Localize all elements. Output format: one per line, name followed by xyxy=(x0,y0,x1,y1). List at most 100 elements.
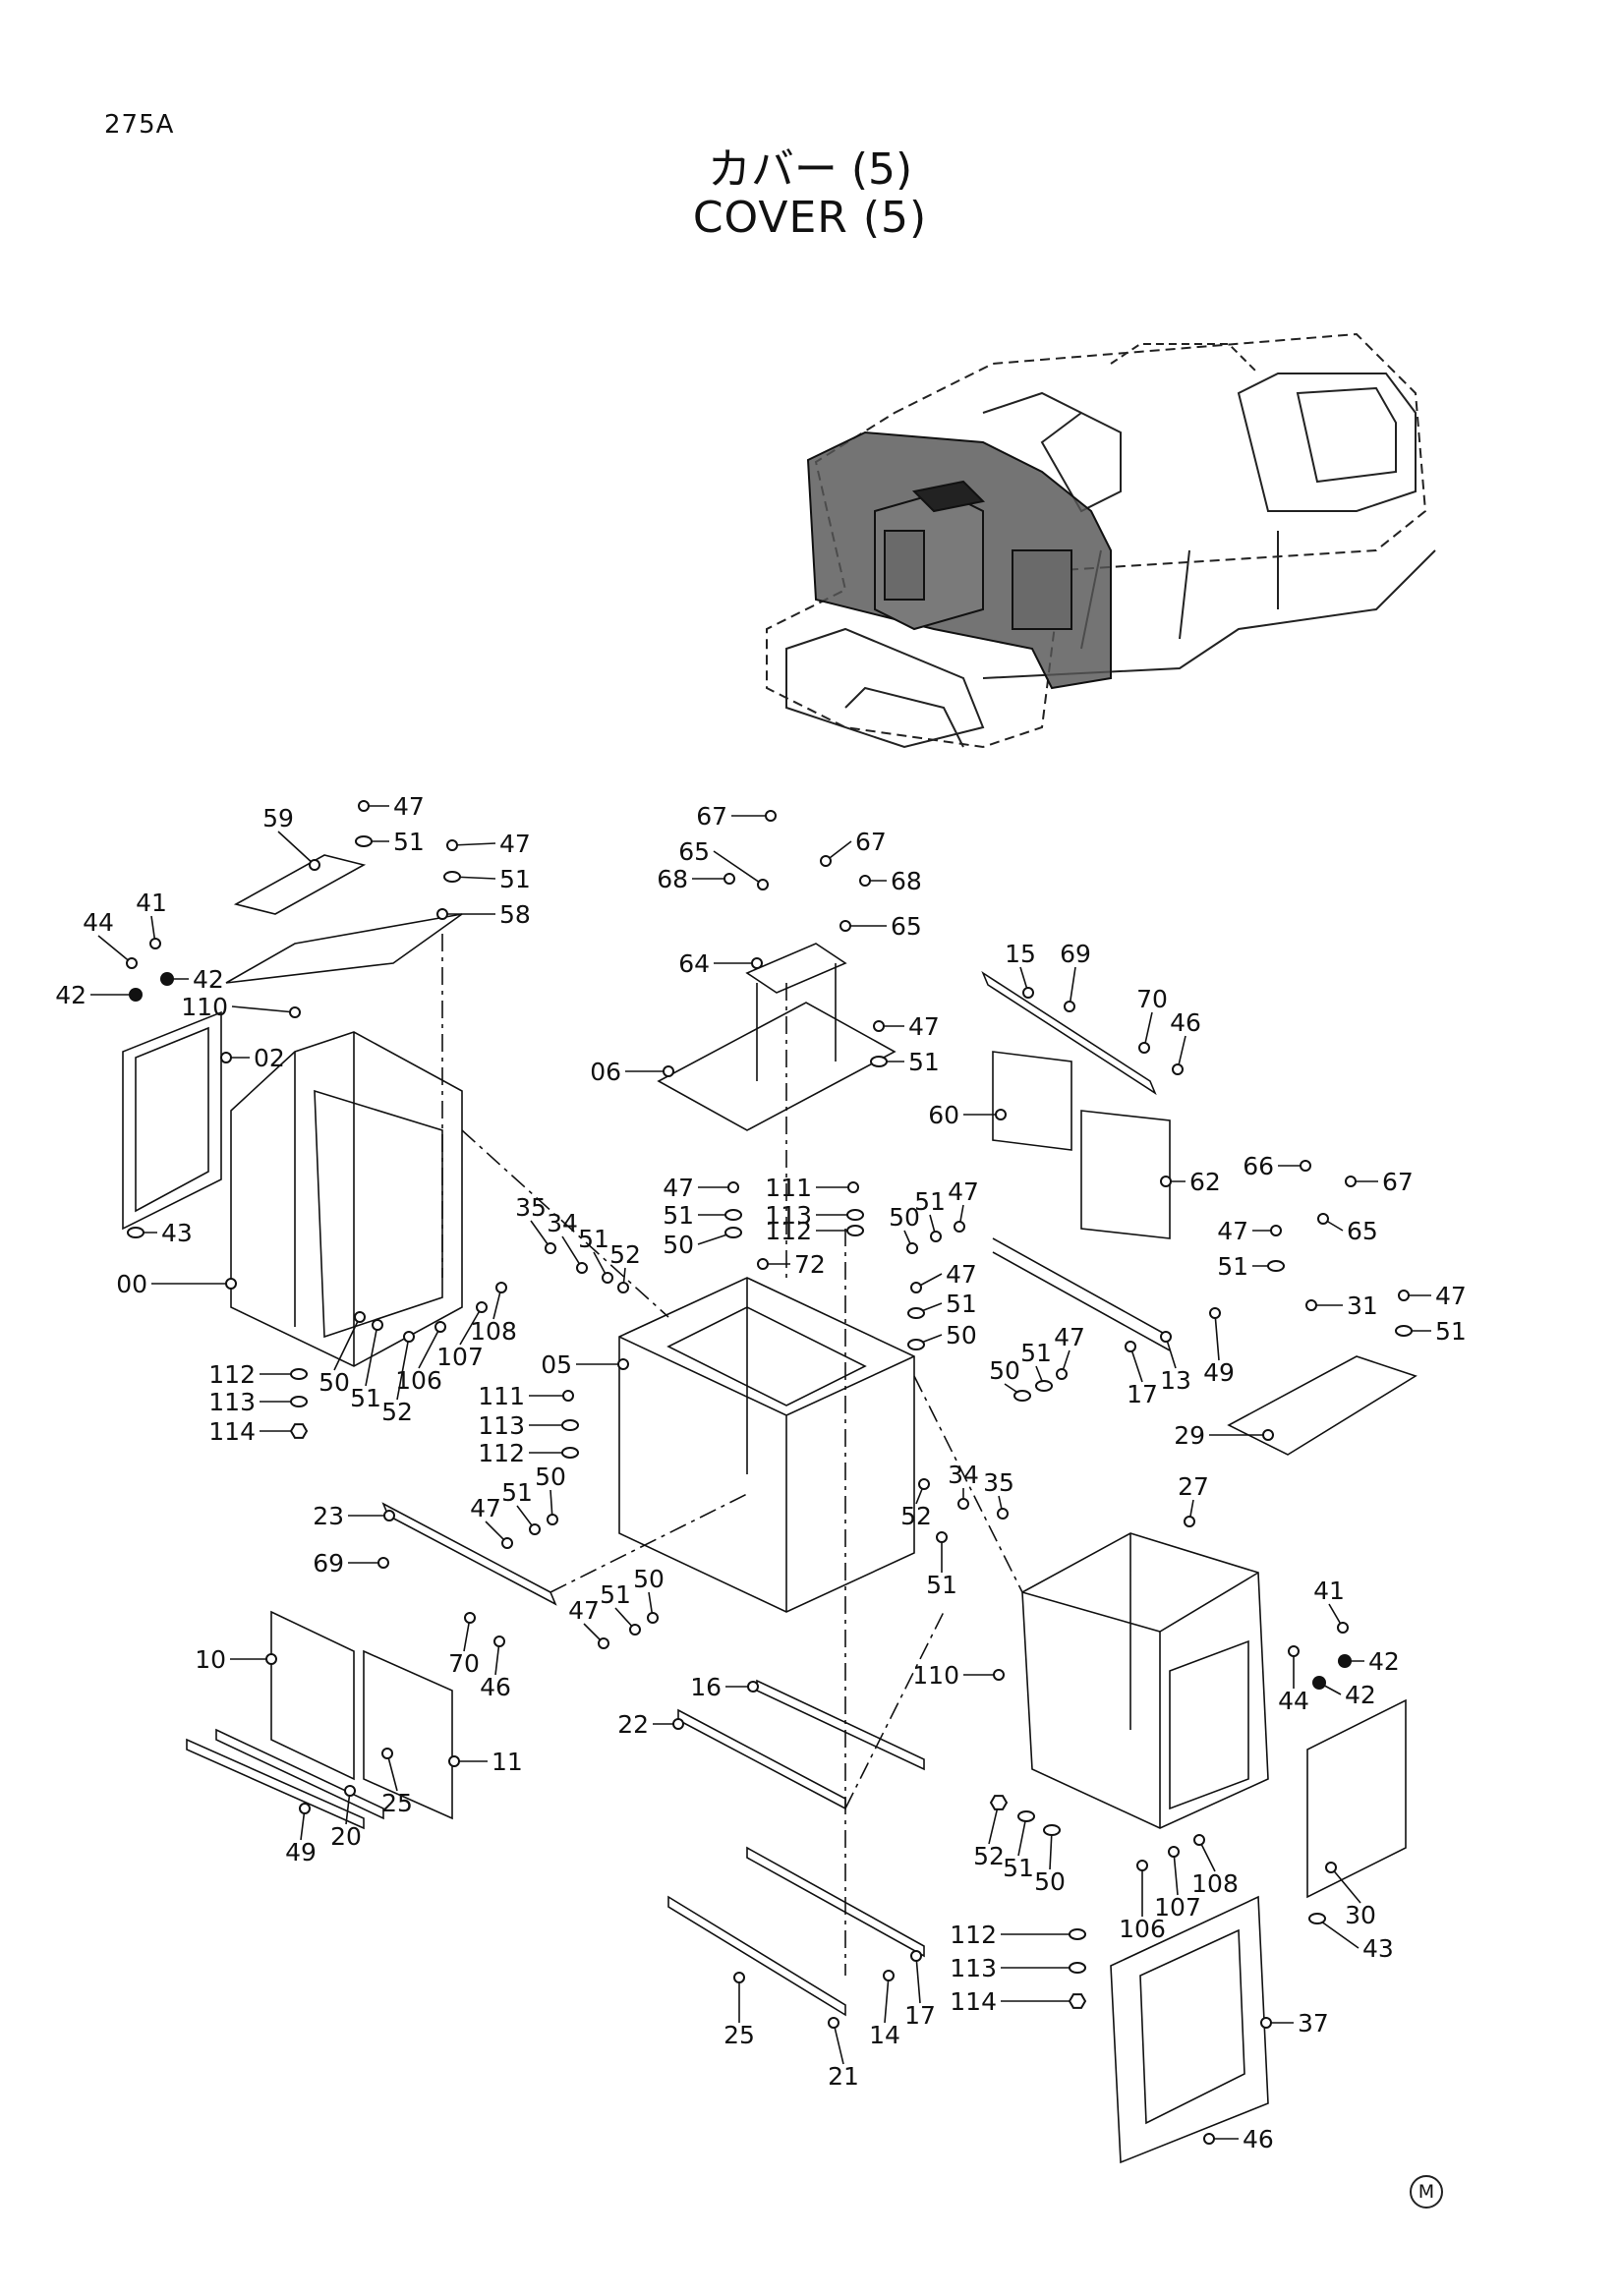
callout-114: 114 xyxy=(208,1417,309,1446)
callout-35: 35 xyxy=(515,1193,556,1254)
part-number-label: 42 xyxy=(193,965,224,994)
callout-111: 111 xyxy=(765,1174,859,1202)
bolt-marker xyxy=(993,1669,1005,1681)
washer-marker xyxy=(561,1447,579,1459)
callout-16: 16 xyxy=(690,1673,759,1701)
bolt-marker xyxy=(723,873,735,885)
part-number-label: 58 xyxy=(499,900,531,929)
part-number-label: 110 xyxy=(181,993,228,1021)
callout-51: 51 xyxy=(1020,1339,1053,1392)
callout-112: 112 xyxy=(950,1921,1086,1949)
part-number-label: 107 xyxy=(1154,1893,1201,1922)
bolt-marker xyxy=(995,1109,1007,1120)
callout-27: 27 xyxy=(1178,1472,1209,1527)
callout-51: 51 xyxy=(926,1531,957,1599)
washer-marker xyxy=(1017,1810,1035,1822)
leader-line xyxy=(833,2022,844,2065)
callout-00: 00 xyxy=(116,1270,237,1298)
part-number-label: 51 xyxy=(1020,1339,1052,1367)
part-number-label: 72 xyxy=(794,1250,826,1279)
washer-marker xyxy=(724,1227,742,1238)
washer-marker xyxy=(907,1339,925,1350)
callout-43: 43 xyxy=(1308,1913,1394,1963)
washer-marker xyxy=(1069,1962,1086,1974)
part-number-label: 15 xyxy=(1005,940,1036,968)
callout-51: 51 xyxy=(907,1290,977,1319)
callout-107: 107 xyxy=(436,1301,488,1371)
leader-line xyxy=(1017,1815,1027,1857)
callout-51: 51 xyxy=(914,1187,946,1242)
washer-marker xyxy=(355,835,373,847)
washer-marker xyxy=(1395,1325,1413,1337)
bolt-marker xyxy=(372,1319,383,1331)
part-number-label: 51 xyxy=(1003,1854,1034,1882)
highlighted-cover-block xyxy=(806,430,1112,690)
part-number-label: 17 xyxy=(904,2001,936,2030)
part-number-label: 64 xyxy=(678,949,710,978)
part-number-label: 50 xyxy=(989,1356,1020,1385)
part-number-label: 114 xyxy=(950,1987,997,2016)
callout-10: 10 xyxy=(195,1645,277,1674)
part-number-label: 52 xyxy=(973,1842,1005,1870)
leader-line xyxy=(1069,966,1076,1007)
part-number-label: 49 xyxy=(1203,1358,1235,1387)
part-number-label: 37 xyxy=(1298,2009,1329,2038)
bolt-marker xyxy=(576,1262,588,1274)
leader-line xyxy=(713,850,764,886)
part-number-label: 47 xyxy=(393,792,425,821)
callout-47: 47 xyxy=(568,1596,609,1649)
part-number-label: 06 xyxy=(590,1058,621,1086)
callout-49: 49 xyxy=(1203,1307,1235,1387)
grommet-marker xyxy=(1338,1654,1352,1668)
callout-50: 50 xyxy=(1034,1824,1066,1896)
part-number-label: 00 xyxy=(116,1270,147,1298)
part-number-label: 69 xyxy=(1060,940,1091,968)
bolt-marker xyxy=(547,1514,558,1525)
bolt-marker xyxy=(765,810,777,822)
part-number-label: 50 xyxy=(663,1231,694,1259)
callout-52: 52 xyxy=(381,1331,415,1426)
part-number-label: 23 xyxy=(313,1502,344,1530)
callout-106: 106 xyxy=(1119,1860,1166,1943)
part-number-label: 43 xyxy=(161,1219,193,1247)
callout-111: 111 xyxy=(478,1382,574,1410)
leader-line xyxy=(1049,1829,1053,1870)
leader-line xyxy=(1214,1312,1220,1361)
callout-47: 47 xyxy=(873,1012,940,1041)
bolt-marker xyxy=(149,938,161,949)
callout-44: 44 xyxy=(1278,1645,1309,1715)
callout-47: 47 xyxy=(446,830,531,858)
bolt-marker xyxy=(859,875,871,887)
part-number-label: 51 xyxy=(926,1571,957,1599)
leader-line xyxy=(365,1324,378,1387)
part-number-label: 52 xyxy=(609,1240,641,1269)
callout-62: 62 xyxy=(1160,1168,1221,1196)
part-number-label: 50 xyxy=(535,1463,566,1491)
callout-70: 70 xyxy=(1136,985,1168,1054)
callout-113: 113 xyxy=(478,1411,579,1440)
washer-marker xyxy=(907,1307,925,1319)
bolt-marker xyxy=(436,908,448,920)
part-number-label: 51 xyxy=(350,1384,381,1412)
callout-11: 11 xyxy=(448,1748,523,1776)
callout-107: 107 xyxy=(1154,1846,1201,1922)
callout-06: 06 xyxy=(590,1058,674,1086)
bolt-marker xyxy=(906,1242,918,1254)
washer-marker xyxy=(846,1225,864,1236)
leader-line xyxy=(231,1005,296,1013)
bolt-marker xyxy=(464,1612,476,1624)
callout-59: 59 xyxy=(262,804,320,871)
leader-line xyxy=(277,831,316,866)
bolt-marker xyxy=(1337,1622,1349,1634)
part-number-label: 11 xyxy=(492,1748,523,1776)
leader-line xyxy=(561,1235,583,1269)
bolt-marker xyxy=(1203,2133,1215,2145)
bolt-marker xyxy=(225,1278,237,1290)
bolt-marker xyxy=(918,1478,930,1490)
callout-51: 51 xyxy=(350,1319,383,1412)
part-number-label: 51 xyxy=(600,1580,631,1609)
part-number-label: 67 xyxy=(855,828,887,856)
callout-47: 47 xyxy=(1217,1217,1282,1245)
nut-marker xyxy=(289,1423,309,1439)
